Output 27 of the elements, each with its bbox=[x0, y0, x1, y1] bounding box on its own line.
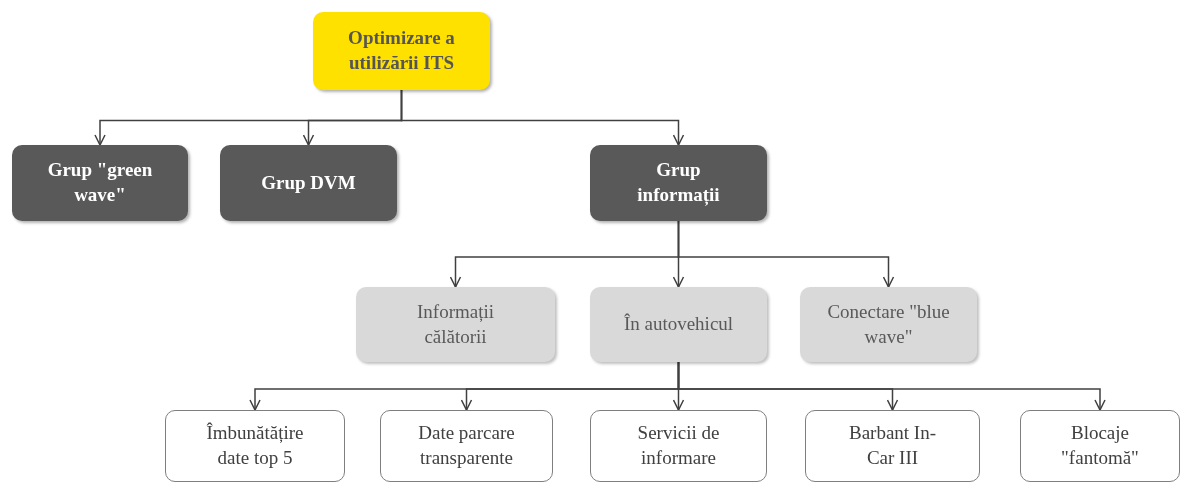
connector-arrow bbox=[677, 361, 1106, 411]
box-label: Conectare "blue wave" bbox=[826, 299, 951, 349]
box-label: Grup informații bbox=[636, 158, 721, 208]
box-label: Barbant In-Car III bbox=[847, 421, 938, 470]
group-box bbox=[590, 145, 767, 221]
connector-arrow bbox=[677, 220, 895, 288]
leaf-box bbox=[165, 410, 345, 482]
group-box bbox=[12, 145, 188, 221]
box-label: Grup DVM bbox=[261, 170, 356, 195]
connector-arrow bbox=[400, 89, 685, 146]
subgroup-box bbox=[590, 287, 767, 362]
box-label: Servicii de informare bbox=[636, 421, 721, 470]
leaf-box bbox=[590, 410, 767, 482]
leaf-box bbox=[805, 410, 980, 482]
box-label: Grup "green wave" bbox=[46, 158, 154, 207]
box-label: Îmbunătățire date top 5 bbox=[205, 421, 305, 470]
box-label: Blocaje "fantomă" bbox=[1060, 421, 1140, 470]
subgroup-box bbox=[356, 287, 555, 362]
subgroup-box bbox=[800, 287, 977, 362]
box-label: Date parcare transparente bbox=[417, 421, 516, 470]
group-box bbox=[220, 145, 397, 221]
box-label: În autovehicul bbox=[623, 312, 734, 337]
box-label: Informații călătorii bbox=[416, 299, 495, 349]
root-box bbox=[313, 12, 490, 90]
box-label: Optimizare a utilizării ITS bbox=[347, 26, 456, 75]
leaf-box bbox=[1020, 410, 1180, 482]
leaf-box bbox=[380, 410, 553, 482]
